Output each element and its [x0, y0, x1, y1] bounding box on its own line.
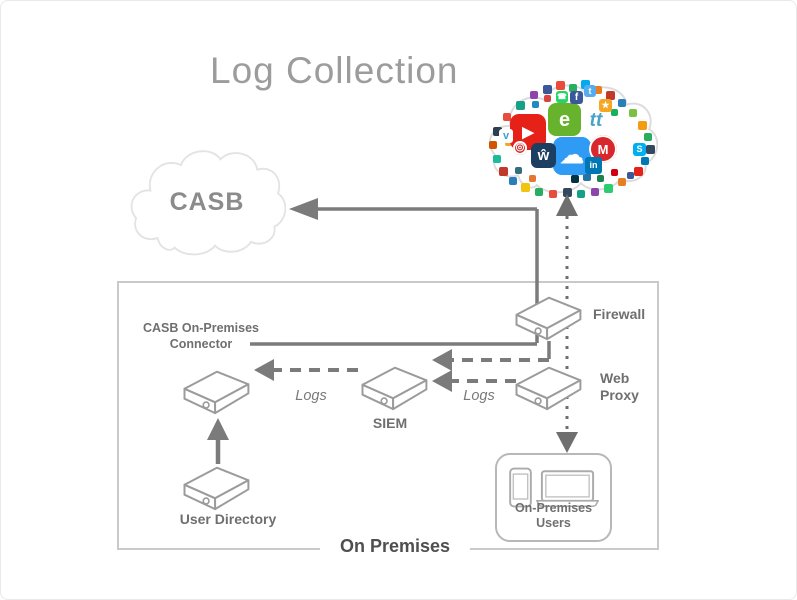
whatsapp-icon: ☎	[556, 91, 568, 103]
laptop-icon	[536, 470, 599, 508]
app-mini-icon	[532, 101, 539, 108]
app-mini-icon	[489, 141, 497, 149]
app-mini-icon	[530, 91, 538, 99]
app-mini-icon	[641, 157, 649, 165]
app-mini-icon	[591, 188, 599, 196]
app-mini-icon	[577, 190, 585, 198]
app-mini-icon	[583, 173, 591, 181]
app-mini-icon	[529, 175, 536, 182]
web-proxy-label-line2: Proxy	[600, 387, 639, 403]
on-premises-boundary-label: On Premises	[320, 534, 470, 559]
app-mini-icon	[569, 84, 577, 92]
app-mini-icon	[638, 121, 647, 130]
app-mini-icon	[503, 113, 511, 121]
logs-label-proxy: Logs	[463, 388, 495, 404]
users-label-line2: Users	[536, 516, 571, 530]
icloud-icon: ☁	[553, 137, 591, 175]
app-mini-icon	[549, 190, 557, 198]
app-mini-icon	[499, 167, 508, 176]
casb-cloud: CASB	[128, 146, 286, 258]
web-proxy-label: Web Proxy	[600, 370, 639, 404]
app-mini-icon	[629, 109, 637, 117]
app-mini-icon	[594, 86, 602, 94]
casb-connector-appliance-icon	[180, 368, 252, 415]
app-mini-icon	[581, 80, 590, 89]
app-mini-icon	[516, 101, 525, 110]
on-premises-users-group: On-Premises Users	[495, 453, 612, 542]
app-mini-icon	[493, 155, 501, 163]
app-mini-icon	[634, 167, 643, 176]
app-mini-icon	[606, 91, 615, 100]
app-mini-icon	[515, 167, 522, 174]
siem-appliance-icon	[358, 364, 430, 411]
linkedin-icon: in	[585, 157, 602, 174]
evernote-icon: e	[548, 103, 581, 136]
casb-cloud-label: CASB	[169, 188, 245, 216]
app-mini-icon	[646, 145, 655, 154]
app-mini-icon	[563, 188, 572, 197]
web-proxy-label-line1: Web	[600, 370, 630, 386]
typepad-tt-icon: tt	[589, 109, 603, 131]
app-mini-icon	[597, 175, 604, 182]
user-directory-label: User Directory	[179, 511, 277, 527]
app-mini-icon	[544, 95, 551, 102]
app-mini-icon	[604, 184, 613, 193]
connector-label-line1: CASB On-Premises	[142, 321, 259, 335]
twitter-icon: t	[584, 85, 596, 97]
users-label-line1: On-Premises	[514, 501, 593, 515]
star-app-icon: ★	[599, 99, 612, 112]
app-mini-icon	[556, 81, 565, 90]
web-proxy-appliance-icon	[512, 364, 584, 411]
app-mini-icon	[521, 183, 530, 192]
vimeo-icon: v	[499, 129, 513, 143]
camera-app-icon: ◎	[513, 141, 527, 155]
app-mini-icon	[611, 109, 618, 116]
app-mini-icon	[535, 188, 543, 196]
app-mini-icon	[618, 178, 626, 186]
skype-icon: S	[633, 143, 646, 156]
app-mini-icon	[493, 127, 502, 136]
facebook-icon: f	[570, 91, 583, 104]
smartphone-icon	[509, 467, 532, 508]
app-mini-icon	[644, 133, 652, 141]
cloud-shape	[130, 150, 286, 256]
siem-label: SIEM	[372, 415, 408, 431]
app-mini-icon	[543, 85, 552, 94]
logs-label-siem: Logs	[295, 388, 327, 404]
app-mini-icon	[618, 99, 626, 107]
user-directory-appliance-icon	[180, 464, 252, 511]
firewall-label: Firewall	[593, 306, 646, 322]
app-mini-icon	[571, 175, 579, 183]
connector-label-line2: Connector	[169, 337, 233, 351]
webex-w-icon: ŵ	[531, 143, 556, 168]
app-mini-icon	[627, 172, 634, 179]
app-mini-icon	[611, 169, 618, 176]
diagram-title: Log Collection	[210, 50, 459, 91]
firewall-appliance-icon	[512, 294, 584, 341]
app-mini-icon	[509, 177, 517, 185]
connector-label: CASB On-Premises Connector	[136, 320, 266, 352]
